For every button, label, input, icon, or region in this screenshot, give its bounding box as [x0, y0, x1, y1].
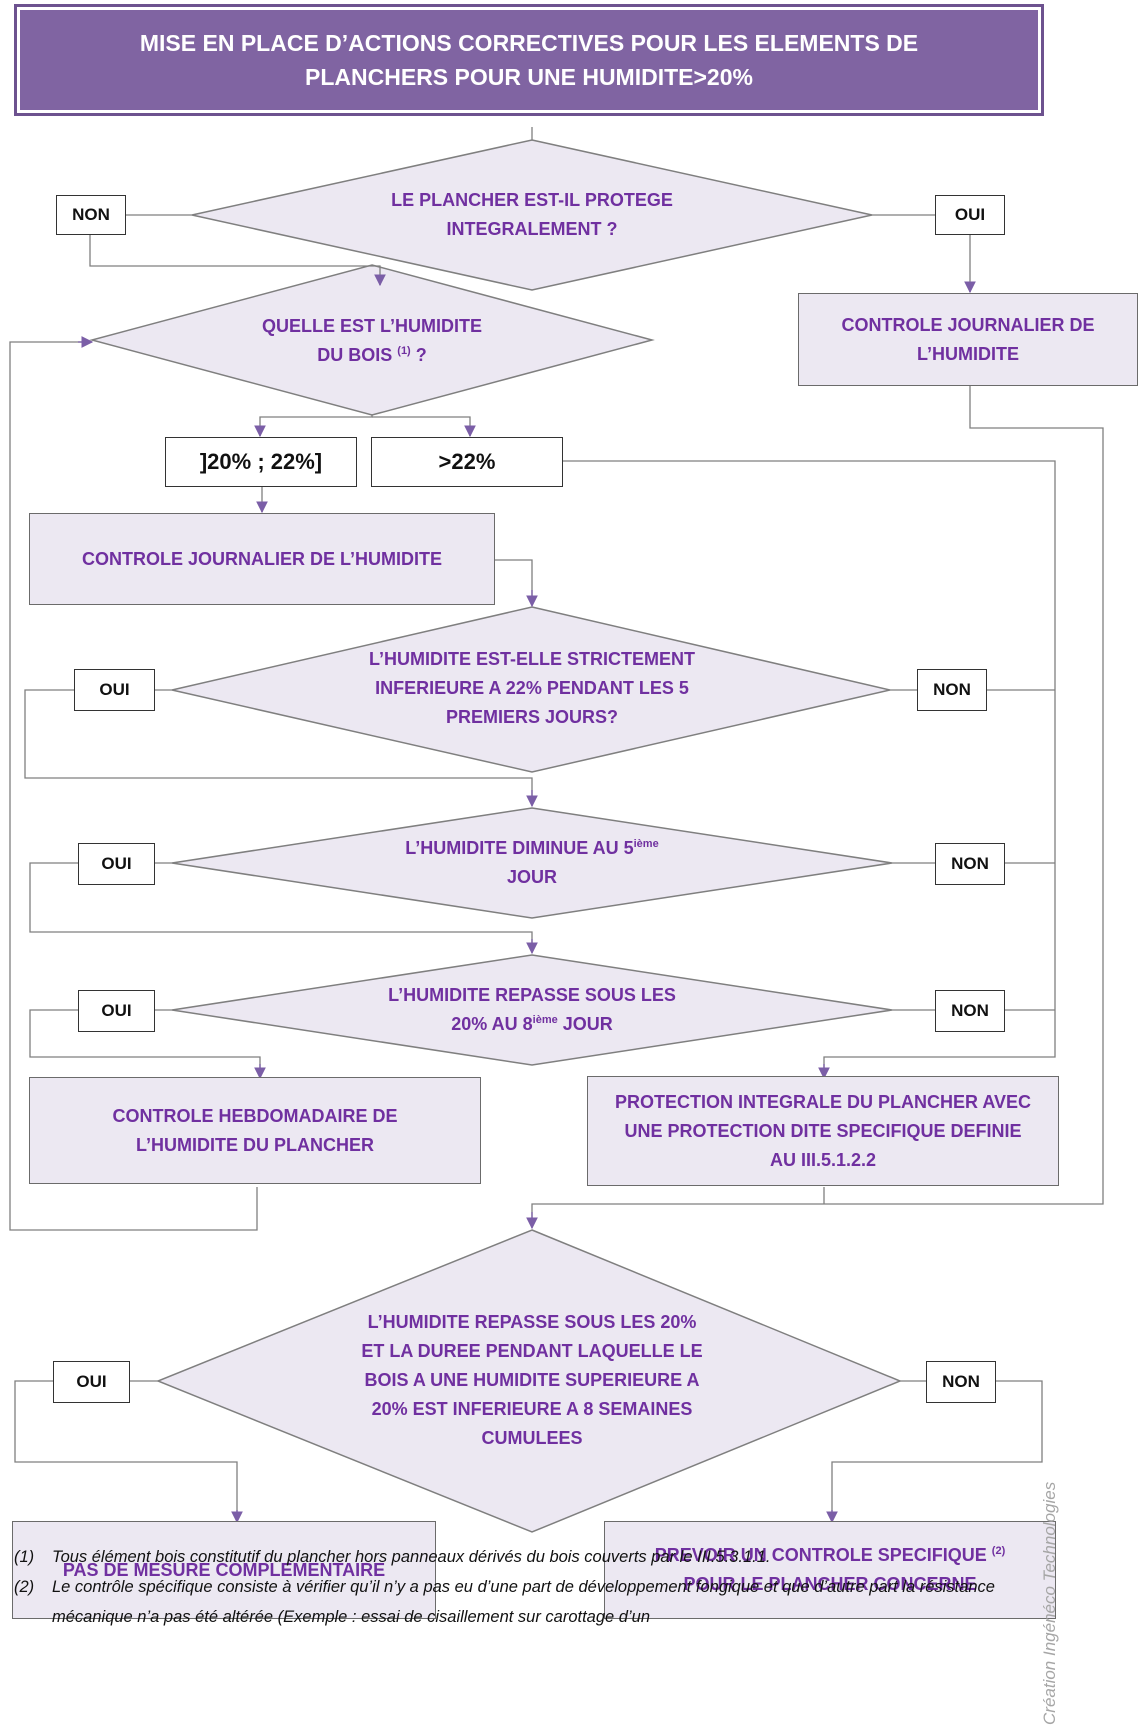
decision-line: L’HUMIDITE DIMINUE AU 5ième — [405, 838, 659, 858]
decision-line: INFERIEURE A 22% PENDANT LES 5 — [375, 678, 689, 698]
decision-diamond-protected — [191, 139, 873, 291]
action-specific-check: PREVOIR UN CONTROLE SPECIFIQUE (2)POUR L… — [604, 1521, 1056, 1619]
credit-text: Création Ingénéco Technologies — [1040, 1481, 1059, 1725]
decision-line: BOIS A UNE HUMIDITE SUPERIEURE A — [364, 1370, 700, 1390]
decision-text-day8: L’HUMIDITE REPASSE SOUS LES 20% AU 8ième… — [332, 981, 732, 1039]
answer-yes-final: OUI — [53, 1361, 130, 1403]
answer-yes-protected: OUI — [935, 195, 1005, 235]
decision-line: ET LA DUREE PENDANT LAQUELLE LE — [361, 1341, 703, 1361]
action-daily-check: CONTROLE JOURNALIER DE L’HUMIDITE — [29, 513, 495, 605]
decision-line: L’HUMIDITE REPASSE SOUS LES — [388, 985, 676, 1005]
range-over-22: >22% — [371, 437, 563, 487]
footnotes: (1)Tous élément bois constitutif du plan… — [14, 1542, 1074, 1632]
decision-line: LE PLANCHER EST-IL PROTEGE — [391, 190, 673, 210]
answer-yes-first-days: OUI — [74, 669, 155, 711]
decision-text-day5: L’HUMIDITE DIMINUE AU 5ième JOUR — [332, 834, 732, 892]
decision-line: 20% AU 8ième JOUR — [451, 1014, 613, 1034]
action-no-measure: PAS DE MESURE COMPLEMENTAIRE — [12, 1521, 436, 1619]
range-20-22: ]20% ; 22%] — [165, 437, 357, 487]
answer-no-day8: NON — [935, 990, 1005, 1032]
answer-no-day5: NON — [935, 843, 1005, 885]
answer-yes-day8: OUI — [78, 990, 155, 1032]
decision-text-protected: LE PLANCHER EST-IL PROTEGE INTEGRALEMENT… — [332, 186, 732, 244]
decision-diamond-final — [155, 1229, 902, 1533]
decision-line: QUELLE EST L’HUMIDITE — [261, 316, 482, 336]
decision-line: CUMULEES — [481, 1428, 583, 1448]
answer-no-final: NON — [926, 1361, 996, 1403]
decision-diamond-day5 — [171, 807, 893, 919]
decision-text-humidity: QUELLE EST L’HUMIDITE DU BOIS (1) ? — [222, 312, 522, 370]
answer-yes-day5: OUI — [78, 843, 155, 885]
decision-diamond-day8 — [171, 954, 893, 1066]
decision-line: DU BOIS (1) ? — [317, 345, 427, 365]
decision-text-first-days: L’HUMIDITE EST-ELLE STRICTEMENT INFERIEU… — [312, 645, 752, 732]
decision-text-final: L’HUMIDITE REPASSE SOUS LES 20% ET LA DU… — [312, 1308, 752, 1453]
decision-line: 20% EST INFERIEURE A 8 SEMAINES — [371, 1399, 693, 1419]
decision-diamond-first-days — [171, 606, 891, 773]
answer-no-protected: NON — [56, 195, 126, 235]
footnote-2: (2)Le contrôle spécifique consiste à vér… — [14, 1578, 995, 1626]
decision-line: PREMIERS JOURS? — [445, 707, 619, 727]
footnote-1: (1)Tous élément bois constitutif du plan… — [14, 1548, 771, 1566]
decision-line: L’HUMIDITE REPASSE SOUS LES 20% — [367, 1312, 697, 1332]
answer-no-first-days: NON — [917, 669, 987, 711]
decision-line: INTEGRALEMENT ? — [446, 219, 618, 239]
decision-line: JOUR — [506, 867, 557, 887]
title-text: MISE EN PLACE D’ACTIONS CORRECTIVES POUR… — [139, 30, 919, 90]
diagram-title: MISE EN PLACE D’ACTIONS CORRECTIVES POUR… — [14, 4, 1044, 116]
decision-line: L’HUMIDITE EST-ELLE STRICTEMENT — [368, 649, 695, 669]
